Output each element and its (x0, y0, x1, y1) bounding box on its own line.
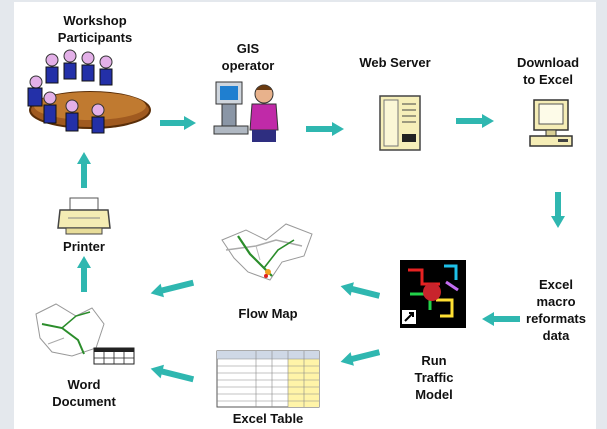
spreadsheet-table-icon (216, 350, 320, 408)
arrow-traffic-to-flowmap (340, 280, 380, 302)
word-document-label: Word Document (52, 377, 116, 409)
flow-map-label: Flow Map (238, 306, 298, 321)
meeting-table-icon (22, 48, 152, 136)
run-traffic-model-label: Run Traffic Model (414, 353, 454, 402)
arrow-workshop-to-gis (160, 116, 196, 130)
arrow-exceltable-to-word (150, 362, 194, 386)
web-server-label: Web Server (359, 55, 431, 70)
printer-label: Printer (63, 239, 105, 254)
flow-map-icon (216, 210, 324, 290)
arrow-flowmap-to-word (150, 276, 194, 300)
arrow-macro-to-traffic (482, 312, 520, 326)
arrow-traffic-to-exceltable (340, 346, 380, 368)
workshop-participants-label: Workshop Participants (57, 13, 133, 45)
gis-operator-label: GIS operator (221, 41, 275, 73)
arrow-download-to-macro (551, 192, 565, 228)
arrow-gis-to-webserver (306, 122, 344, 136)
download-to-excel-label: Download to Excel (516, 55, 580, 87)
computer-operator-icon (212, 78, 284, 146)
traffic-model-app-icon (400, 260, 466, 328)
arrow-word-to-printer (77, 256, 91, 292)
arrow-webserver-to-download (456, 114, 494, 128)
word-document-map-icon (32, 294, 144, 370)
printer-icon (56, 196, 112, 236)
excel-table-label: Excel Table (232, 411, 304, 426)
excel-macro-label: Excel macro reformats data (526, 277, 586, 343)
arrow-printer-to-workshop (77, 152, 91, 188)
server-tower-icon (378, 94, 422, 152)
desktop-computer-icon (528, 98, 574, 150)
